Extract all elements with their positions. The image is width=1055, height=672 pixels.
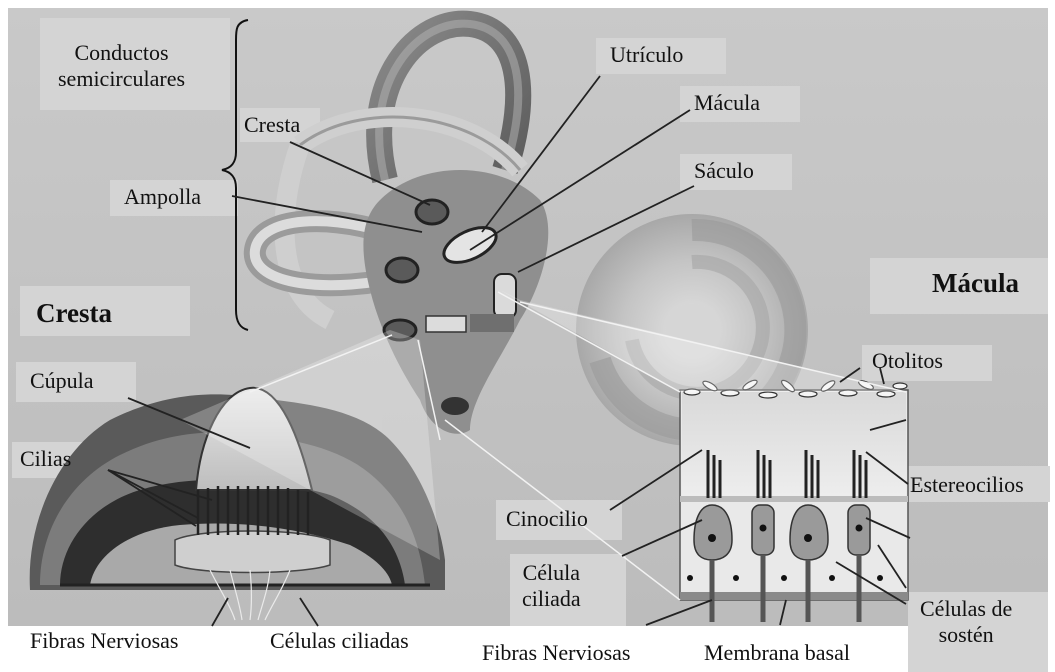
heading-macula: Mácula [932,268,1019,298]
label-fibras-nerviosas-left: Fibras Nerviosas [30,628,178,654]
label-ciliada-line2: ciliada [522,586,581,612]
label-cupula: Cúpula [30,368,94,394]
label-cilias: Cilias [20,446,71,472]
label-fibras-nerviosas-right: Fibras Nerviosas [482,640,630,666]
label-conductos-semicirculares: Conductos semicirculares [58,40,185,92]
label-celulas-ciliadas: Células ciliadas [270,628,409,654]
label-ampolla: Ampolla [124,184,201,210]
label-conductos-line1: Conductos [58,40,185,66]
label-estereocilios: Estereocilios [910,472,1024,498]
label-cresta: Cresta [244,112,300,138]
heading-cresta: Cresta [36,298,112,328]
label-macula: Mácula [694,90,760,116]
label-saculo: Sáculo [694,158,754,184]
label-conductos-line2: semicirculares [58,66,185,92]
label-celulas-de-line1: Células de [920,596,1012,622]
label-cinocilio: Cinocilio [506,506,588,532]
label-celula-line1: Célula [522,560,581,586]
label-membrana-basal: Membrana basal [704,640,850,666]
label-otolitos: Otolitos [872,348,943,374]
label-celulas-de-sosten: Células de sostén [920,596,1012,648]
label-celula-ciliada: Célula ciliada [522,560,581,612]
label-utriculo: Utrículo [610,42,683,68]
label-sosten-line2: sostén [920,622,1012,648]
